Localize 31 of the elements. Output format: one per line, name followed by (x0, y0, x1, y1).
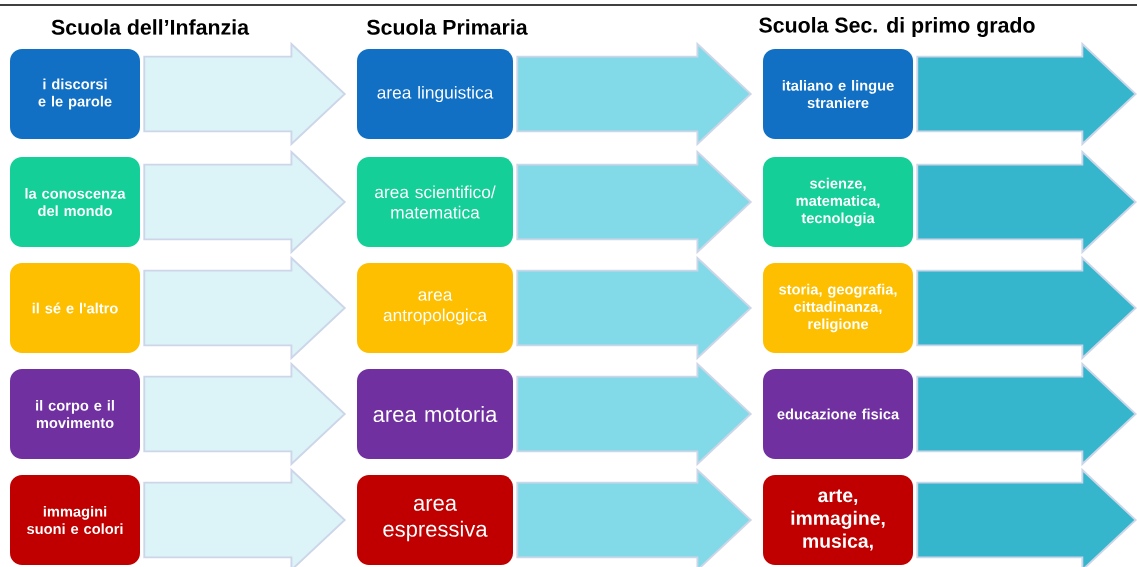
area-box: i discorsi e le parole (10, 49, 140, 139)
column-heading: Scuola dell’Infanzia (51, 19, 250, 35)
block-arrow (143, 467, 347, 567)
area-box: scienze, matematica, tecnologia (763, 157, 913, 247)
area-box: area antropologica (357, 263, 513, 353)
area-box: educazione fisica (763, 369, 913, 459)
block-arrow (143, 41, 347, 147)
area-box: italiano e lingue straniere (763, 49, 913, 139)
area-box: arte, immagine, musica, (763, 475, 913, 565)
block-arrow (516, 149, 753, 255)
block-arrow (516, 255, 753, 361)
area-box: area espressiva (357, 475, 513, 565)
area-box: area motoria (357, 369, 513, 459)
block-arrow (916, 41, 1137, 147)
block-arrow (916, 467, 1137, 567)
area-box: area linguistica (357, 49, 513, 139)
area-box: area scientifico/ matematica (357, 157, 513, 247)
block-arrow (516, 467, 753, 567)
area-box: la conoscenza del mondo (10, 157, 140, 247)
block-arrow (916, 361, 1137, 467)
area-box: il sé e l'altro (10, 263, 140, 353)
block-arrow (516, 361, 753, 467)
block-arrow (916, 255, 1137, 361)
block-arrow (916, 149, 1137, 255)
block-arrow (143, 361, 347, 467)
area-box: immagini suoni e colori (10, 475, 140, 565)
block-arrow (143, 255, 347, 361)
area-box: storia, geografia, cittadinanza, religione (763, 263, 913, 353)
block-arrow (516, 41, 753, 147)
area-box: il corpo e il movimento (10, 369, 140, 459)
block-arrow (143, 149, 347, 255)
